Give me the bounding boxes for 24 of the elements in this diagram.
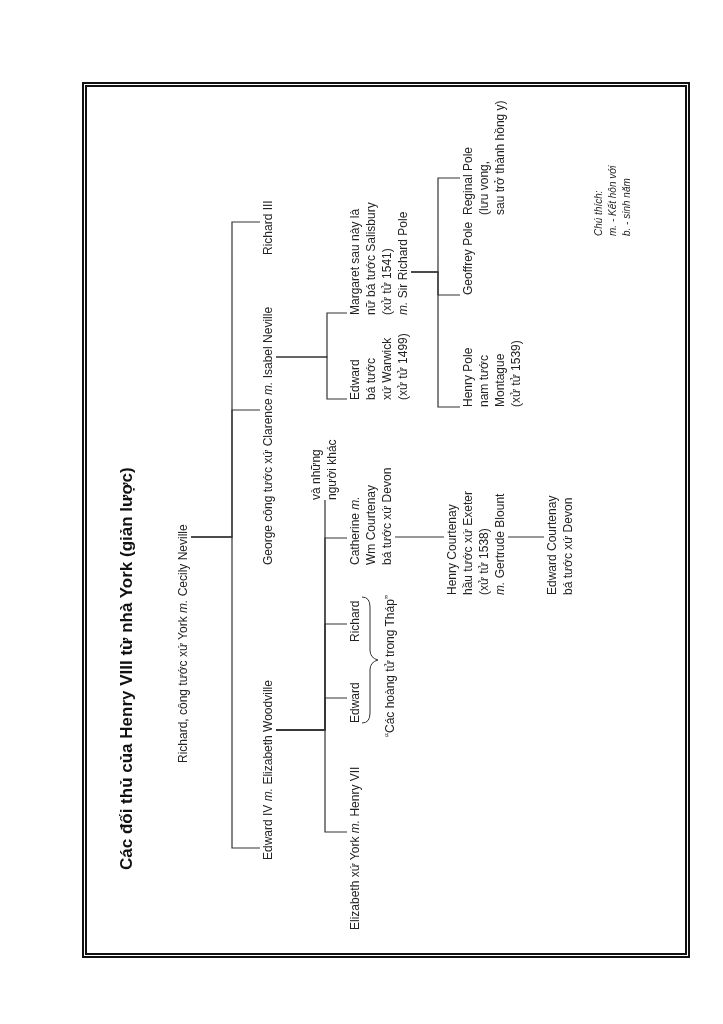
family-line: [507, 536, 545, 538]
person-name: Edward IV m. Elizabeth Woodville: [260, 680, 276, 860]
person-name: Richard III: [260, 200, 276, 255]
person-name: Geoffrey Pole: [460, 221, 476, 295]
person-name: Reginal Pole (lưu vong, sau trở thành hồng y): [460, 100, 508, 215]
note-text: Chú thích:: [592, 190, 605, 236]
family-line: [275, 499, 326, 731]
person-name: George công tước xứ Clarence m. Isabel Neville: [260, 306, 276, 565]
note-text: b. - sinh năm: [620, 178, 633, 236]
person-name: Elizabeth xứ York m. Henry VII: [347, 766, 363, 930]
family-line: [410, 177, 461, 273]
family-line: [394, 536, 445, 538]
person-name: và những người khác: [308, 439, 340, 500]
diagram-title: Các đối thủ của Henry VIII từ nhà York (giản lược): [116, 467, 137, 870]
group-label: “Các hoàng tử trong Tháp”: [382, 595, 398, 737]
person-name: Edward: [347, 682, 363, 723]
note-text: m. - Kết hôn với: [606, 165, 619, 236]
person-name: Edward bá tước xứ Warwick (xử tử 1499): [347, 333, 411, 400]
family-line: [190, 221, 261, 538]
family-line: [275, 312, 348, 358]
person-name: Richard: [347, 600, 363, 642]
person-name: Henry Pole nam tước Montague (xử tử 1539): [460, 340, 524, 407]
person-name: Edward Courtenay bá tước xứ Devon: [544, 495, 576, 595]
person-name: Richard, công tước xứ York m. Cecily Neville: [175, 524, 191, 763]
